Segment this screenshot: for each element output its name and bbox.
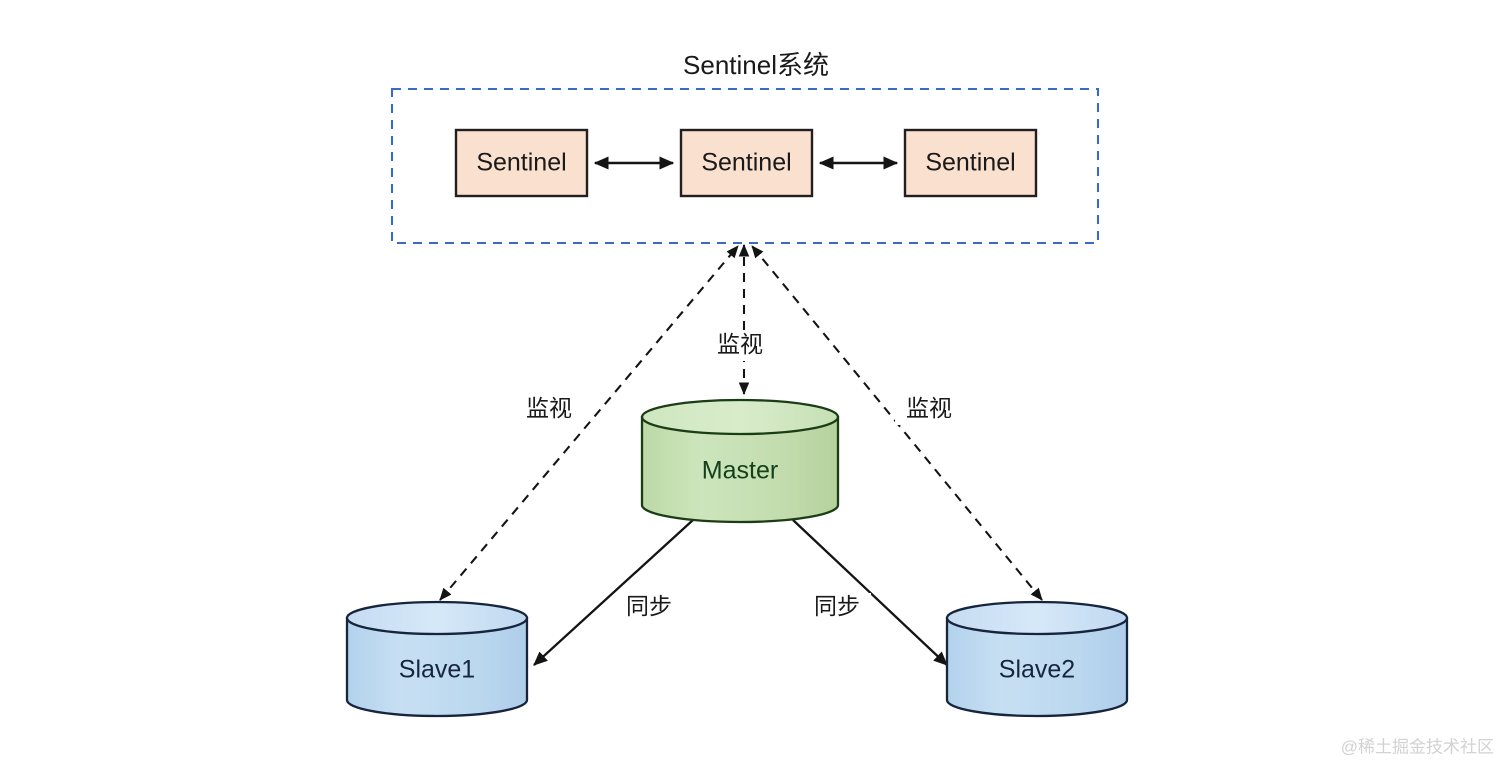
database-node-slave1[interactable]: Slave1 (345, 600, 529, 718)
master-cylinder-body[interactable] (640, 415, 840, 524)
slave1-cylinder-top (345, 600, 529, 636)
slave1-cylinder-body[interactable] (345, 616, 529, 718)
slave2-label: Slave2 (999, 656, 1075, 684)
sentinel-box-2[interactable] (679, 128, 814, 198)
connector-sync-master-slave2 (792, 519, 948, 666)
connector-sync-master-slave1 (533, 519, 694, 666)
edge-label-monitor-slave2: 监视 (895, 395, 963, 425)
sentinel-label-2: Sentinel (701, 149, 791, 177)
connector-monitor-slave1 (439, 245, 739, 601)
edge-label-backdrop (515, 395, 583, 425)
sentinel-cluster-boundary (390, 87, 1100, 245)
edge-label-monitor-slave1-text: 监视 (526, 395, 572, 421)
edge-label-sync-slave2-text: 同步 (814, 593, 860, 619)
edge-label-monitor-master-text: 监视 (717, 331, 763, 357)
database-node-master[interactable]: Master (640, 398, 840, 524)
master-cylinder-top (640, 398, 840, 436)
watermark: @稀土掘金技术社区 (1341, 737, 1494, 756)
slave2-cylinder-top (945, 600, 1129, 636)
sentinel-node-2[interactable]: Sentinel (679, 128, 814, 198)
slave2-cylinder-body[interactable] (945, 616, 1129, 718)
sentinel-box-1[interactable] (454, 128, 589, 198)
edge-label-monitor-slave2-text: 监视 (906, 395, 952, 421)
database-node-slave2[interactable]: Slave2 (945, 600, 1129, 718)
sentinel-label-3: Sentinel (925, 149, 1015, 177)
slave1-label: Slave1 (399, 656, 475, 684)
edge-label-backdrop (803, 593, 871, 623)
sentinel-label-1: Sentinel (476, 149, 566, 177)
sentinel-node-3[interactable]: Sentinel (903, 128, 1038, 198)
sentinel-box-3[interactable] (903, 128, 1038, 198)
sentinel-node-1[interactable]: Sentinel (454, 128, 589, 198)
edge-label-monitor-master: 监视 (706, 331, 774, 361)
page-title: Sentinel系统 (683, 50, 829, 80)
edge-label-sync-slave2: 同步 (803, 593, 871, 623)
edge-label-backdrop (615, 593, 683, 623)
master-label: Master (702, 457, 778, 485)
edge-label-sync-slave1-text: 同步 (626, 593, 672, 619)
edge-label-backdrop (895, 395, 963, 425)
edge-label-backdrop (706, 331, 774, 361)
edge-label-monitor-slave1: 监视 (515, 395, 583, 425)
edge-label-sync-slave1: 同步 (615, 593, 683, 623)
